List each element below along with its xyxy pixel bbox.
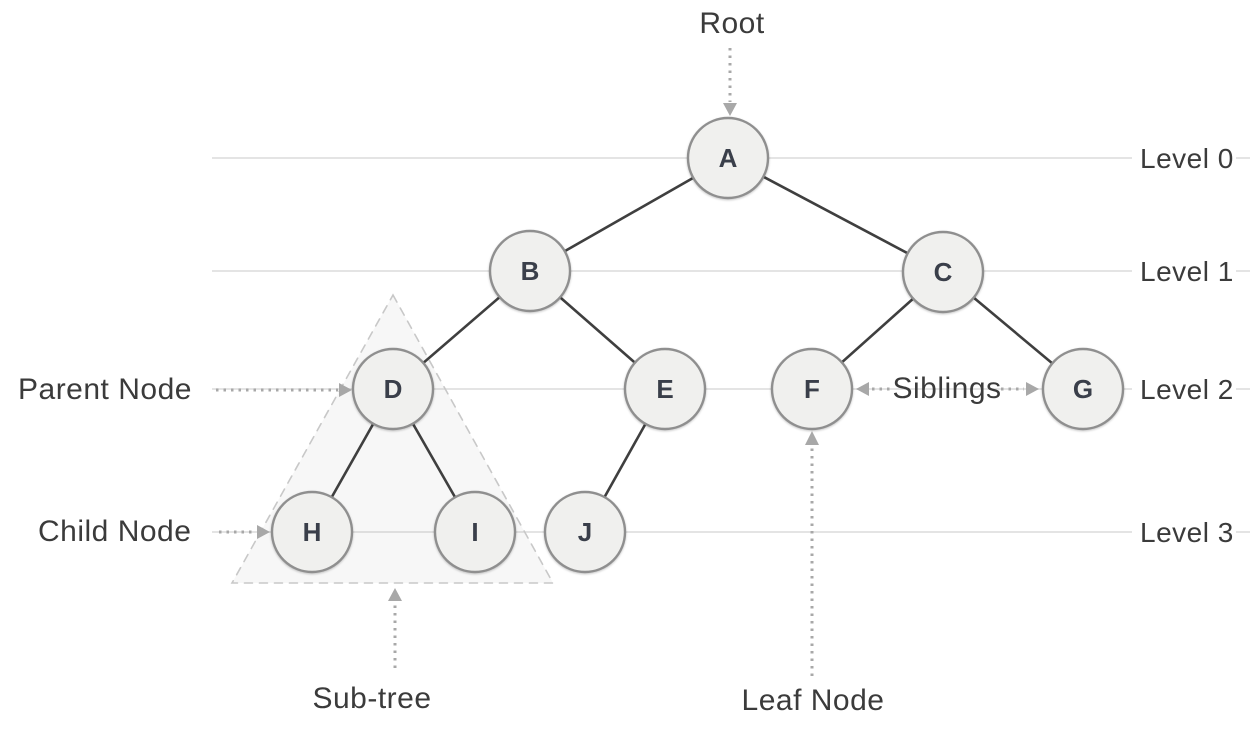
level-1-label: Level 1 xyxy=(1140,256,1234,287)
level-2-label: Level 2 xyxy=(1140,374,1234,405)
node-a-label: A xyxy=(719,143,738,173)
node-d-circle xyxy=(351,347,435,431)
siblings-arrowhead-right-icon xyxy=(1026,382,1039,396)
tree-nodes: A B C D E F G xyxy=(270,116,1125,574)
siblings-label: Siblings xyxy=(892,372,1001,405)
node-g-label: G xyxy=(1073,374,1093,404)
node-b-label: B xyxy=(521,256,540,286)
annotation-subtree: Sub-tree xyxy=(312,588,431,715)
level-labels: Level 0 Level 1 Level 2 Level 3 xyxy=(1132,140,1236,550)
node-a-circle xyxy=(686,116,770,200)
leaf-node-arrowhead-up-icon xyxy=(805,431,819,445)
node-j-label: J xyxy=(578,517,592,547)
node-c-circle xyxy=(901,230,985,314)
node-h: H xyxy=(270,490,354,574)
node-h-circle xyxy=(270,490,354,574)
level-2-label-bg xyxy=(1132,371,1236,407)
annotation-child-node: Child Node xyxy=(38,515,270,548)
node-g: G xyxy=(1041,347,1125,431)
level-3-label: Level 3 xyxy=(1140,517,1234,548)
annotation-root: Root xyxy=(699,7,765,116)
annotation-leaf-node: Leaf Node xyxy=(742,431,885,717)
node-e: E xyxy=(623,347,707,431)
level-0-label-bg xyxy=(1132,140,1236,176)
child-node-arrowhead-right-icon xyxy=(257,525,270,539)
node-g-circle xyxy=(1041,347,1125,431)
leaf-node-label: Leaf Node xyxy=(742,684,885,717)
annotation-parent-node: Parent Node xyxy=(18,373,352,406)
node-e-circle xyxy=(623,347,707,431)
subtree-label: Sub-tree xyxy=(312,682,431,715)
level-0-label: Level 0 xyxy=(1140,143,1234,174)
node-c: C xyxy=(901,230,985,314)
parent-node-arrowhead-right-icon xyxy=(339,383,352,397)
node-b-circle xyxy=(488,229,572,313)
child-node-label: Child Node xyxy=(38,515,191,548)
node-f-label: F xyxy=(804,374,820,404)
subtree-arrowhead-up-icon xyxy=(388,588,402,601)
node-f-circle xyxy=(770,347,854,431)
node-c-label: C xyxy=(934,257,953,287)
node-h-label: H xyxy=(303,517,322,547)
node-d-label: D xyxy=(384,374,403,404)
level-3-label-bg xyxy=(1132,514,1236,550)
node-i: I xyxy=(433,490,517,574)
node-b: B xyxy=(488,229,572,313)
level-1-label-bg xyxy=(1132,253,1236,289)
root-label: Root xyxy=(699,7,765,40)
parent-node-label: Parent Node xyxy=(18,373,192,406)
node-j-circle xyxy=(543,490,627,574)
node-i-label: I xyxy=(471,517,478,547)
root-arrowhead-down-icon xyxy=(723,103,737,116)
node-d: D xyxy=(351,347,435,431)
annotation-siblings: Siblings xyxy=(856,372,1039,405)
siblings-arrowhead-left-icon xyxy=(856,382,869,396)
node-e-label: E xyxy=(656,374,673,404)
node-a: A xyxy=(686,116,770,200)
node-f: F xyxy=(770,347,854,431)
node-i-circle xyxy=(433,490,517,574)
node-j: J xyxy=(543,490,627,574)
